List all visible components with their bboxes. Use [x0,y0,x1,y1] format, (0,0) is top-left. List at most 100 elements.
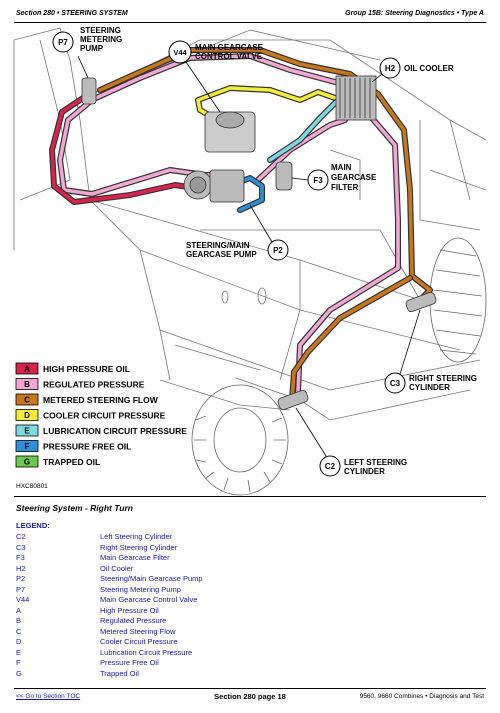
section-toc-link[interactable]: << Go to Section TOC [16,693,81,700]
right-cylinder-body [405,291,437,313]
legend-code: P2 [16,574,26,583]
legend-code: P7 [16,584,26,594]
legend-text: High Pressure Oil [100,605,159,615]
legend-text: Main Gearcase Control Valve [100,595,198,604]
color-key-code: E [24,427,30,436]
callout-c2-line1: LEFT STEERING [344,458,407,467]
callout-p2: STEERING/MAIN GEARCASE PUMP P2 [186,204,289,261]
color-swatch [15,378,39,390]
legend-text: Right Steering Cylinder [100,542,178,552]
figure-caption: Steering System - Right Turn [16,503,133,513]
legend-code: C2 [16,532,26,541]
control-valve-body [204,111,256,153]
legend-text: Main Gearcase Filter [100,553,170,562]
callout-p2-line1: STEERING/MAIN [186,241,250,250]
steering-system-diagram: P7 STEERING METERING PUMP V44 MAIN GEARC… [13,26,487,496]
legend-item: H2 Oil Cooler [16,564,203,575]
callout-p7-line3: PUMP [80,44,104,53]
callout-h2-line1: OIL COOLER [404,64,454,73]
machine-line-art [13,27,487,421]
callout-p7-code: P7 [58,38,68,47]
legend-code: B [16,616,22,625]
callout-p7-line2: METERING [80,35,122,44]
callout-f3-line1: MAIN [331,163,352,172]
color-key-code: G [24,458,30,467]
legend-item: C2 Left Steering Cylinder [16,532,203,543]
callout-f3-line3: FILTER [331,183,359,192]
callout-c3-line1: RIGHT STEERING [409,374,477,383]
section-header: Section 280 • STEERING SYSTEM [16,10,128,17]
oil-cooler-core [335,75,377,121]
callout-v44: V44 MAIN GEARCASE CONTROL VALVE [168,40,264,113]
page-number: Section 280 page 18 [214,692,286,701]
filter-body [275,161,293,191]
callout-p2-code: P2 [273,246,283,255]
callout-v44-code: V44 [173,48,187,57]
color-swatch [15,409,39,421]
callout-c2: C2 LEFT STEERING CYLINDER [295,407,407,477]
tire-right [429,237,487,363]
pump-body [183,169,245,203]
legend-code: F [16,658,21,667]
callout-f3-code: F3 [313,176,323,185]
color-key-label: COOLER CIRCUIT PRESSURE [43,411,166,421]
legend-text: Trapped Oil [100,668,139,678]
callout-p7-line1: STEERING [80,26,121,35]
callout-f3: F3 MAIN GEARCASE FILTER [291,163,377,192]
header-rule [14,22,486,23]
color-key-item: D COOLER CIRCUIT PRESSURE [15,409,166,421]
legend-code: G [16,668,22,678]
legend-code: D [16,637,22,646]
callout-f3-line2: GEARCASE [331,173,377,182]
callout-c2-line2: CYLINDER [344,467,385,476]
color-key-label: LUBRICATION CIRCUIT PRESSURE [43,426,187,436]
callout-v44-line1: MAIN GEARCASE [195,43,264,52]
legend-text: Oil Cooler [100,563,134,573]
tire-left [191,384,289,496]
legend-text: Lubrication Circuit Pressure [100,647,193,657]
callout-c3: C3 RIGHT STEERING CYLINDER [384,309,477,394]
color-key-code: C [24,396,30,405]
color-swatch [15,455,39,468]
legend-item: A High Pressure Oil [16,606,203,617]
callout-p2-line2: GEARCASE PUMP [186,250,257,259]
legend-text: Left Steering Cylinder [100,532,173,541]
left-cylinder-body [277,389,309,411]
callout-c3-line2: CYLINDER [409,383,450,392]
legend-code: H2 [16,563,26,573]
color-key-code: F [25,442,30,451]
legend-text: Metered Steering Flow [100,626,176,636]
legend-title: LEGEND: [16,521,50,530]
color-key-label: REGULATED PRESSURE [43,380,145,390]
legend-code: V44 [16,595,30,604]
legend-item: B Regulated Pressure [16,616,203,627]
footer-rule [14,688,486,689]
legend-item: G Trapped Oil [16,669,203,680]
color-swatch [15,424,39,437]
legend-item: C3 Right Steering Cylinder [16,543,203,554]
color-swatch [15,440,39,452]
color-key-code: D [24,411,30,420]
metering-pump-body [81,77,97,105]
figure-rule [14,496,486,497]
legend-text: Pressure Free Oil [100,658,159,667]
legend-text: Steering/Main Gearcase Pump [100,574,203,583]
legend-code: F3 [16,553,25,562]
legend-code: C3 [16,542,26,552]
color-key-label: HIGH PRESSURE OIL [43,364,130,374]
legend-text: Regulated Pressure [100,616,167,625]
color-key-item: A HIGH PRESSURE OIL [15,362,130,375]
color-key-code: A [24,365,30,374]
legend-item: F3 Main Gearcase Filter [16,553,203,564]
callout-p7: P7 STEERING METERING PUMP [52,26,122,79]
legend-code: A [16,605,22,615]
legend-item: P2 Steering/Main Gearcase Pump [16,574,203,585]
legend-code: C [16,626,22,636]
